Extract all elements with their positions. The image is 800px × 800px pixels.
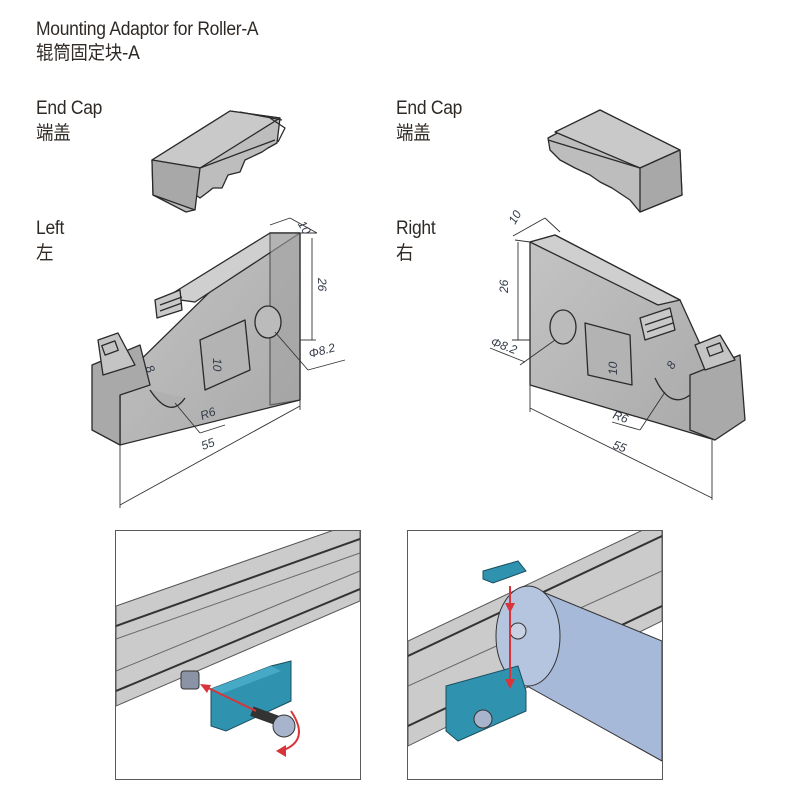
- title-chinese: 辊筒固定块-A: [36, 42, 140, 64]
- roller-end: [495, 585, 561, 687]
- left-dim-thickness: 10: [295, 218, 314, 237]
- left-endcap-label-cn: 端盖: [36, 122, 71, 144]
- left-endcap-label: End Cap: [36, 98, 103, 119]
- left-dim-slot: 10: [210, 358, 224, 372]
- right-endcap-label: End Cap: [396, 98, 463, 119]
- right-side-label: Right: [396, 218, 436, 239]
- left-dim-height: 26: [315, 277, 329, 292]
- left-dim-hole: Φ8.2: [307, 340, 337, 361]
- left-part-drawing: [91, 232, 301, 446]
- left-side-label: Left: [36, 218, 65, 239]
- right-endcap-label-cn: 端盖: [396, 122, 431, 144]
- adaptor-teal-block-2: [445, 665, 527, 742]
- install-step-1-panel: [115, 530, 361, 780]
- technical-drawings: 10 26 Φ8.2 10 8 R6 55 10 26 Φ8.2 10 8 R6…: [91, 109, 746, 508]
- screw-icon: [250, 706, 280, 726]
- left-dim-radius: R6: [198, 404, 218, 423]
- left-dim-length: 55: [199, 435, 217, 453]
- left-dimension-lines: [119, 217, 346, 508]
- left-endcap-drawing: [151, 110, 286, 213]
- t-nut-icon: [180, 670, 200, 690]
- right-part-drawing: [529, 234, 746, 441]
- endcap-teal: [482, 560, 527, 584]
- insert-arrow: [203, 685, 257, 712]
- right-dim-thickness: 10: [505, 208, 524, 227]
- install-step-1-illustration: [116, 531, 360, 757]
- title-english: Mounting Adaptor for Roller-A: [36, 19, 259, 40]
- right-dimension-lines: [489, 217, 713, 500]
- right-dim-radius: R6: [611, 408, 631, 427]
- right-dim-height: 26: [497, 279, 511, 294]
- right-dim-slot: 10: [606, 361, 620, 375]
- right-dim-length: 55: [611, 438, 629, 456]
- install-step-2-illustration: [408, 531, 662, 762]
- left-side-label-cn: 左: [36, 242, 54, 264]
- install-step-2-panel: [407, 530, 663, 780]
- right-side-label-cn: 右: [396, 242, 414, 264]
- right-endcap-drawing: [547, 109, 683, 213]
